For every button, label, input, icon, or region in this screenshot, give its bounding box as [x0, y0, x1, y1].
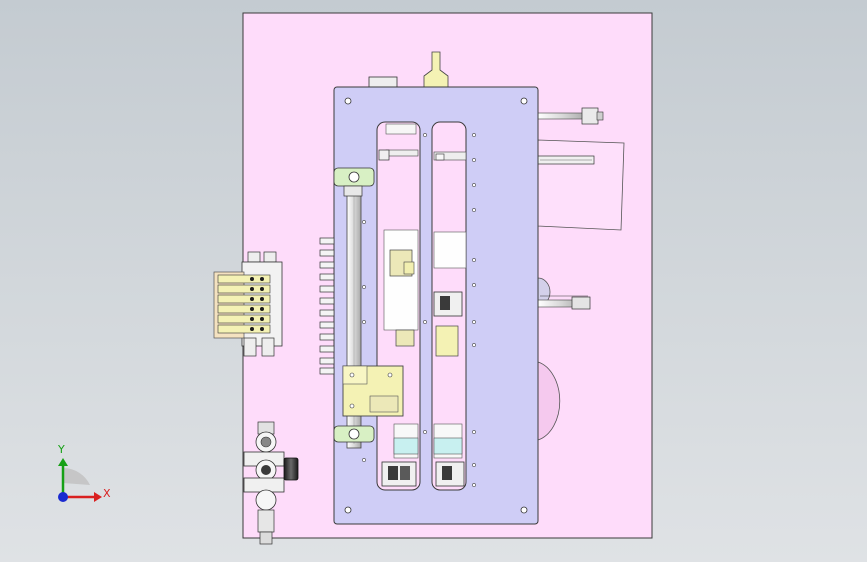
fitting-column[interactable] — [319, 237, 335, 375]
rod-bracket-top[interactable] — [333, 167, 375, 197]
axis-x-label: X — [103, 487, 111, 500]
side-panel[interactable] — [537, 139, 625, 231]
slider-block[interactable] — [342, 365, 404, 417]
regulator-knob[interactable] — [283, 457, 299, 481]
rod-bracket-bottom[interactable] — [333, 425, 375, 443]
disc-segment[interactable] — [537, 361, 561, 441]
lower-shaft[interactable] — [537, 295, 591, 310]
slot-right[interactable] — [431, 121, 467, 491]
rail-right[interactable] — [537, 155, 595, 165]
slot-left[interactable] — [376, 121, 421, 491]
pressure-regulator[interactable] — [243, 421, 285, 545]
top-latch[interactable] — [368, 76, 398, 89]
axis-y-label: Y — [58, 443, 65, 456]
small-holes — [362, 133, 476, 487]
mount-plate-holes — [344, 97, 528, 514]
view-triad[interactable] — [58, 458, 102, 502]
valve-manifold[interactable] — [213, 251, 283, 357]
